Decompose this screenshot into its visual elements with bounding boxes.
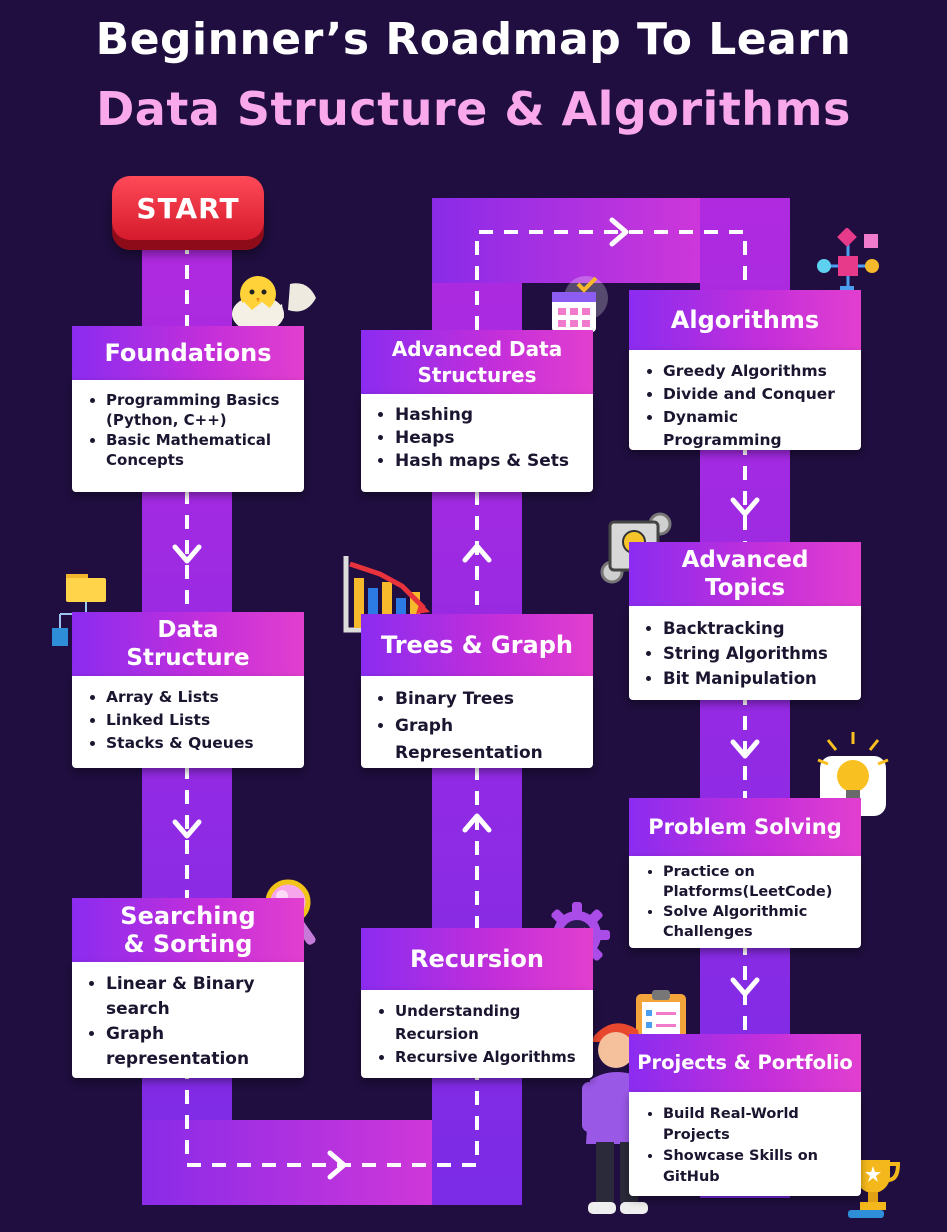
card-advanced-topics: Advanced Topics Backtracking String Algo… [629, 542, 861, 700]
card-algorithms: Algorithms Greedy Algorithms Divide and … [629, 290, 861, 450]
down-arrow-icon [730, 739, 760, 759]
card-title: Algorithms [629, 290, 861, 350]
card-title: Foundations [72, 326, 304, 380]
card-title: Data Structure [72, 612, 304, 676]
calendar-icon [552, 276, 608, 332]
list-item: Recursive Algorithms [395, 1046, 581, 1069]
list-item: Hash maps & Sets [395, 450, 581, 473]
card-foundations: Foundations Programming Basics (Python, … [72, 326, 304, 492]
list-item: String Algorithms [663, 641, 849, 666]
list-item: Array & Lists [106, 686, 292, 709]
card-title: Projects & Portfolio [629, 1034, 861, 1092]
card-body: Practice on Platforms(LeetCode) Solve Al… [629, 856, 861, 948]
list-item: Programming Basics (Python, C++) [106, 390, 292, 430]
list-item: Greedy Algorithms [663, 360, 849, 383]
list-item: Bit Manipulation [663, 666, 849, 691]
card-advanced-data-structures: Advanced Data Structures Hashing Heaps H… [361, 330, 593, 492]
title-line-2: Data Structure & Algorithms [96, 82, 851, 136]
card-data-structure: Data Structure Array & Lists Linked List… [72, 612, 304, 768]
down-arrow-icon [172, 544, 202, 564]
list-item: Hashing [395, 404, 581, 427]
card-title: Searching & Sorting [72, 898, 304, 962]
list-item: Understanding Recursion [395, 1000, 581, 1046]
right-arrow-icon [327, 1150, 347, 1180]
down-arrow-icon [730, 497, 760, 517]
down-arrow-icon [172, 819, 202, 839]
up-arrow-icon [462, 813, 492, 833]
list-item: Heaps [395, 427, 581, 450]
list-item: Backtracking [663, 616, 849, 641]
card-recursion: Recursion Understanding Recursion Recurs… [361, 928, 593, 1078]
list-item: Practice on Platforms(LeetCode) [663, 862, 849, 902]
list-item: Basic Mathematical Concepts [106, 430, 292, 470]
title-line-1: Beginner’s Roadmap To Learn [95, 14, 852, 65]
chick-in-egg-icon [232, 276, 316, 332]
card-title: Problem Solving [629, 798, 861, 856]
list-item: Showcase Skills on GitHub [663, 1146, 849, 1188]
card-body: Linear & Binary search Graph representat… [72, 962, 304, 1078]
card-projects-portfolio: Projects & Portfolio Build Real-World Pr… [629, 1034, 861, 1196]
card-title: Advanced Data Structures [361, 330, 593, 394]
card-body: Array & Lists Linked Lists Stacks & Queu… [72, 676, 304, 768]
list-item: Linear & Binary search [106, 972, 292, 1022]
card-title: Recursion [361, 928, 593, 990]
card-title: Trees & Graph [361, 614, 593, 676]
card-problem-solving: Problem Solving Practice on Platforms(Le… [629, 798, 861, 948]
right-arrow-icon [609, 217, 629, 247]
card-body: Backtracking String Algorithms Bit Manip… [629, 606, 861, 700]
card-title: Advanced Topics [629, 542, 861, 606]
list-item: Graph representation [106, 1022, 292, 1072]
card-body: Programming Basics (Python, C++) Basic M… [72, 380, 304, 492]
card-trees-graph: Trees & Graph Binary Trees Graph Represe… [361, 614, 593, 768]
list-item: Dynamic Programming [663, 406, 849, 452]
start-button: START [112, 176, 264, 240]
down-arrow-icon [730, 977, 760, 997]
list-item: Divide and Conquer [663, 383, 849, 406]
card-searching-sorting: Searching & Sorting Linear & Binary sear… [72, 898, 304, 1078]
card-body: Hashing Heaps Hash maps & Sets [361, 394, 593, 492]
up-arrow-icon [462, 543, 492, 563]
card-body: Build Real-World Projects Showcase Skill… [629, 1092, 861, 1196]
card-body: Greedy Algorithms Divide and Conquer Dyn… [629, 350, 861, 450]
list-item: Build Real-World Projects [663, 1104, 849, 1146]
list-item: Linked Lists [106, 709, 292, 732]
list-item: Stacks & Queues [106, 732, 292, 755]
card-body: Binary Trees Graph Representation [361, 676, 593, 768]
list-item: Graph Representation [395, 713, 581, 767]
card-body: Understanding Recursion Recursive Algori… [361, 990, 593, 1078]
list-item: Binary Trees [395, 686, 581, 713]
list-item: Solve Algorithmic Challenges [663, 902, 849, 942]
